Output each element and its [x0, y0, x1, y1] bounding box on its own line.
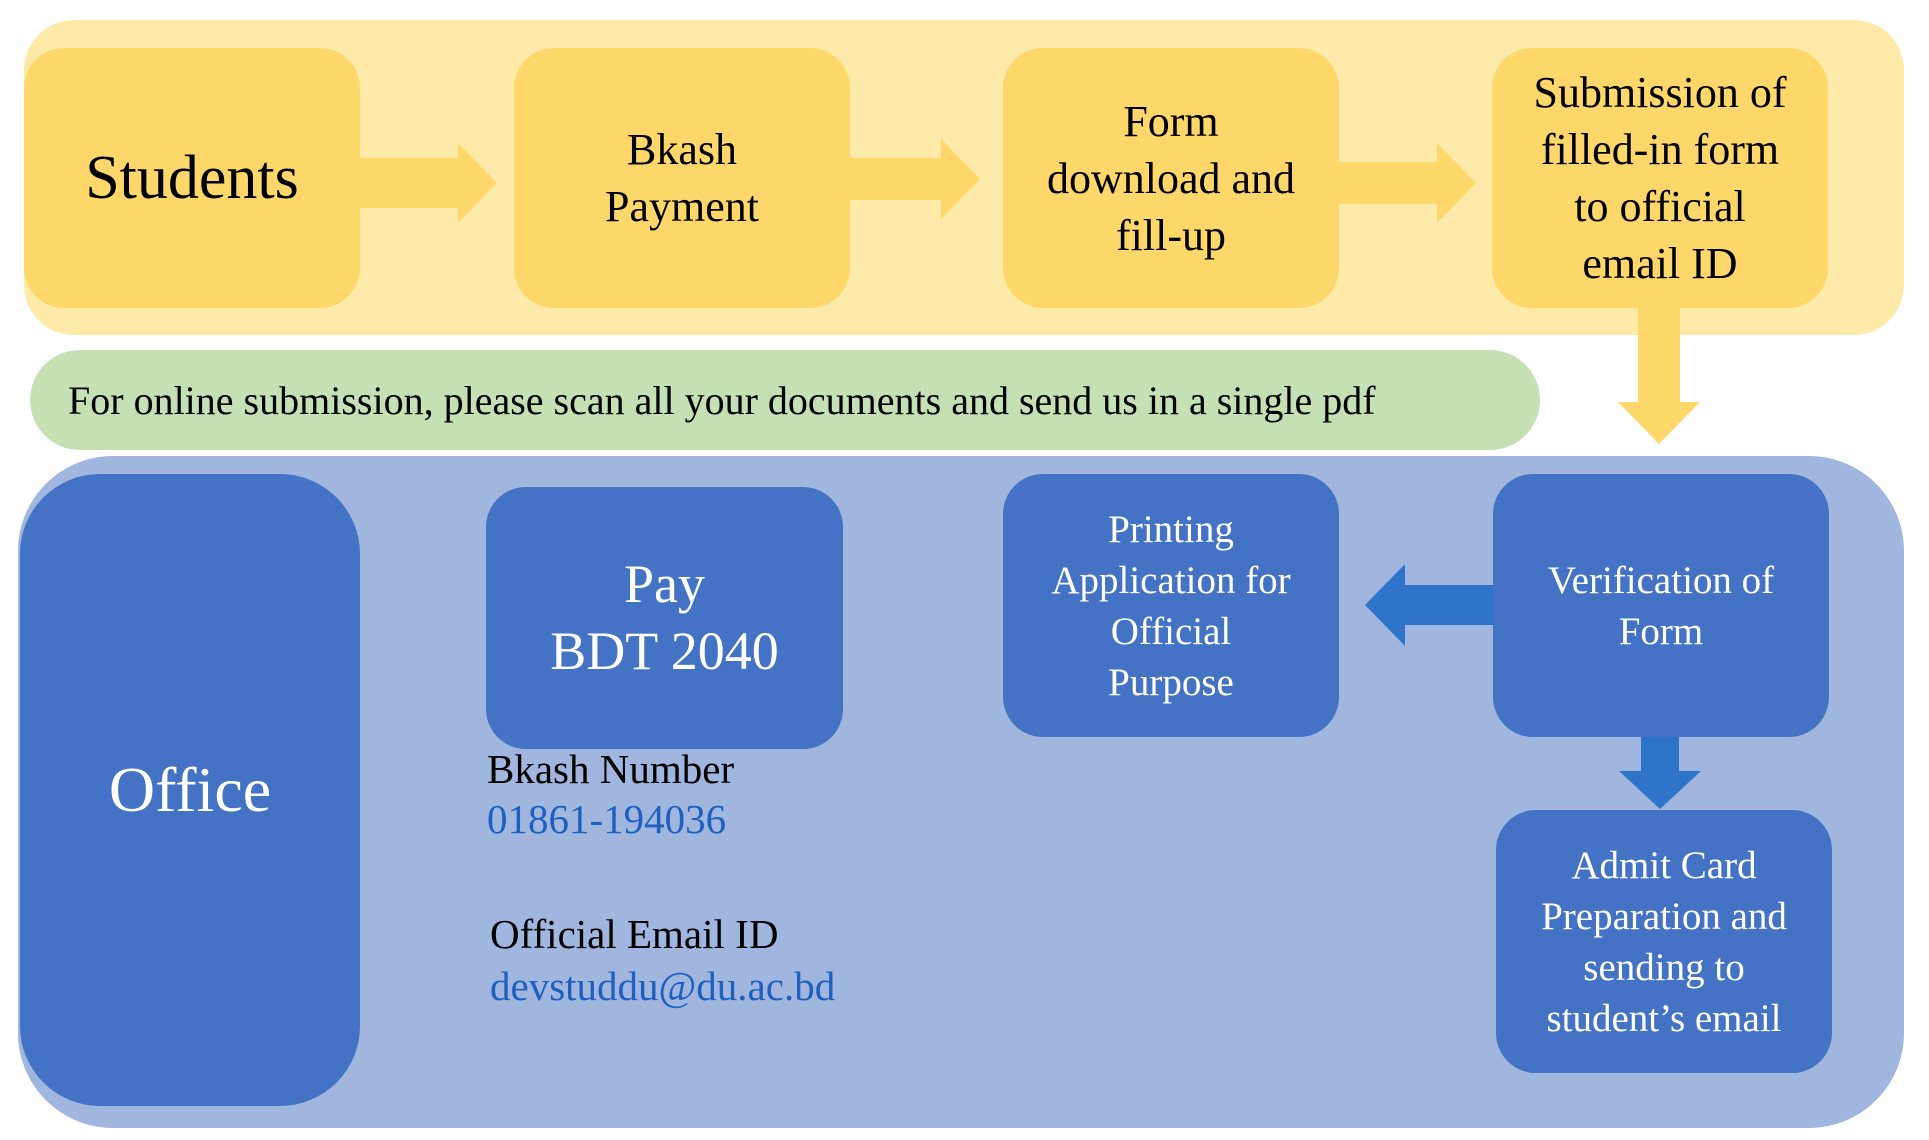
verification-label: Verification of Form: [1547, 558, 1775, 653]
printing-box: Printing Application for Official Purpos…: [1003, 474, 1339, 737]
bkash-payment-step: Bkash Payment: [514, 48, 850, 308]
arrow-verification-to-admit-card: [1619, 736, 1701, 809]
printing-label: Printing Application for Official Purpos…: [1051, 507, 1291, 704]
official-email: devstuddu@du.ac.bd: [490, 963, 836, 1009]
arrow-submission-to-verification: [1618, 308, 1700, 444]
bkash-number-label: Bkash Number: [487, 746, 735, 792]
online-submission-note: For online submission, please scan all y…: [30, 350, 1540, 450]
form-download-label: Form download and fill-up: [1046, 96, 1296, 260]
submission-step: Submission of filled-in form to official…: [1492, 48, 1828, 308]
arrow-form-to-submission: [1337, 143, 1476, 223]
admit-card-label: Admit Card Preparation and sending to st…: [1541, 843, 1787, 1040]
pay-box: Pay BDT 2040: [486, 487, 843, 749]
form-download-step: Form download and fill-up: [1003, 48, 1339, 308]
official-email-label: Official Email ID: [490, 911, 779, 957]
submission-label: Submission of filled-in form to official…: [1533, 68, 1787, 288]
pay-amount: Pay BDT 2040: [550, 554, 779, 681]
office-box: Office: [20, 474, 360, 1106]
students-box: Students: [24, 48, 360, 308]
bkash-number: 01861-194036: [487, 796, 727, 842]
bkash-payment-label: Bkash Payment: [605, 125, 759, 231]
online-submission-note-text: For online submission, please scan all y…: [68, 377, 1376, 423]
arrow-verification-to-printing: [1365, 564, 1493, 646]
arrow-payment-to-form: [848, 139, 980, 219]
office-label: Office: [108, 754, 272, 825]
verification-box: Verification of Form: [1493, 474, 1829, 737]
admit-card-box: Admit Card Preparation and sending to st…: [1496, 810, 1832, 1073]
students-label: Students: [85, 143, 299, 212]
arrow-students-to-payment: [360, 143, 497, 223]
